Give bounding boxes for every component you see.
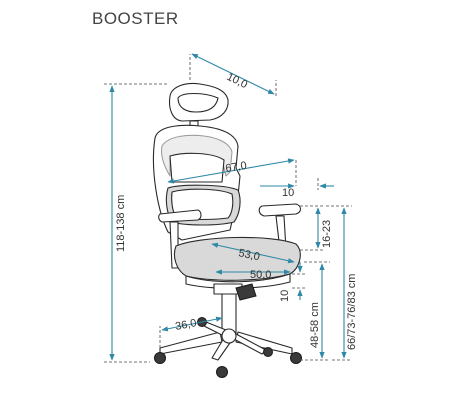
dim-seat-width-top: 67,0 bbox=[167, 158, 295, 184]
dim-seat-depth: 53,0 bbox=[211, 242, 295, 263]
label-seat-width-top: 67,0 bbox=[225, 160, 248, 175]
seat bbox=[173, 236, 301, 289]
five-star-base bbox=[159, 321, 293, 361]
backrest bbox=[152, 124, 241, 241]
product-title: BOOSTER bbox=[92, 9, 179, 28]
label-seat-lift: 10 bbox=[279, 290, 291, 302]
chair-illustration bbox=[152, 82, 302, 378]
label-seat-height: 48-58 cm bbox=[309, 302, 321, 348]
label-armrest-offset: 10 bbox=[282, 187, 294, 199]
dim-seat-lift: 10 bbox=[279, 262, 306, 302]
label-armrest-total: 66/73-76/83 cm bbox=[346, 274, 358, 350]
dim-base-radius: 36,0 bbox=[159, 316, 223, 348]
dim-armrest-total: 66/73-76/83 cm bbox=[326, 205, 358, 361]
dim-seat-width: 50,0 bbox=[215, 269, 291, 281]
label-seat-depth: 53,0 bbox=[237, 247, 260, 263]
label-overall-height: 118-138 cm bbox=[115, 195, 127, 252]
headrest bbox=[168, 82, 229, 132]
label-armrest-range: 16-23 bbox=[321, 220, 333, 248]
dim-armrest-offset: 10 bbox=[260, 160, 334, 199]
gas-lift bbox=[213, 283, 257, 337]
dim-seat-height: 48-58 cm bbox=[300, 261, 330, 361]
dim-overall-height: 118-138 cm bbox=[104, 83, 168, 363]
label-headrest-depth: 10,0 bbox=[225, 71, 250, 91]
dim-armrest-range: 16-23 bbox=[300, 205, 333, 251]
label-seat-width: 50,0 bbox=[250, 269, 271, 281]
label-base-radius: 36,0 bbox=[174, 317, 197, 333]
